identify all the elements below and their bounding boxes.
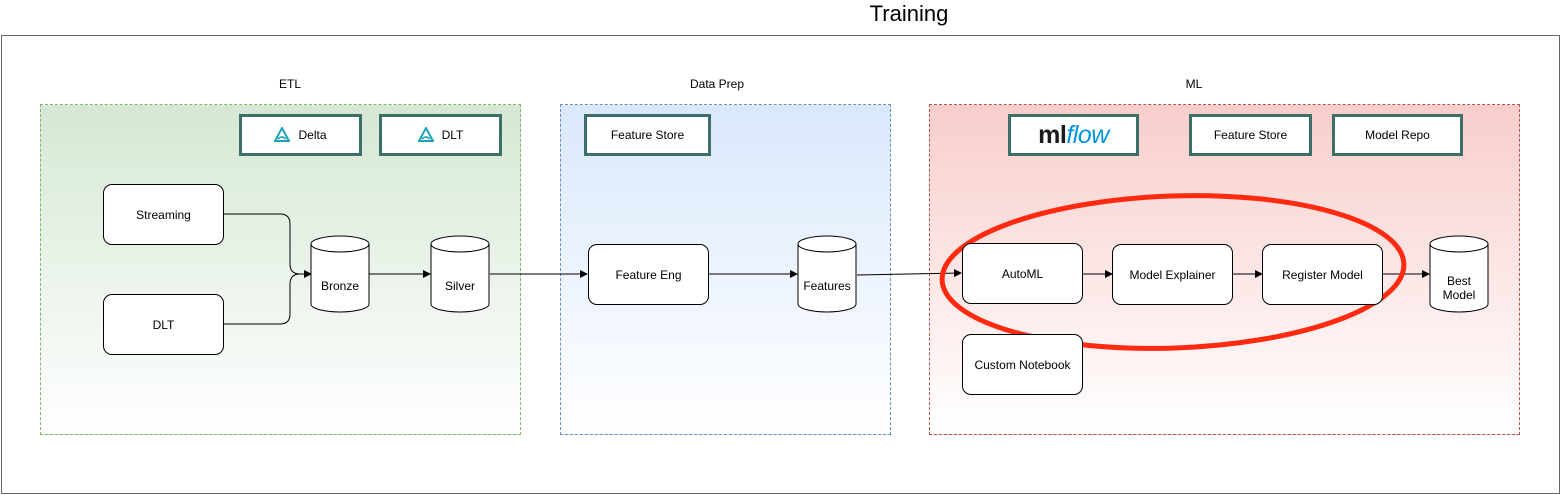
diagram-title-text: Training xyxy=(869,1,949,26)
prep-feature-store-badge: Feature Store xyxy=(584,114,711,156)
best-model-label: Best Model xyxy=(1430,274,1488,304)
mlflow-logo: mlflow xyxy=(1038,121,1109,150)
edge-dlt-bronze xyxy=(223,273,301,325)
mlflow-badge: mlflow xyxy=(1008,114,1139,156)
register-model-node: Register Model xyxy=(1262,244,1383,305)
ml-group-label: ML xyxy=(1185,77,1203,91)
register-model-label: Register Model xyxy=(1282,267,1363,282)
ml-feature-store-badge: Feature Store xyxy=(1189,114,1312,156)
prep-feature-store-label: Feature Store xyxy=(610,128,685,142)
prep-group-label: Data Prep xyxy=(689,77,745,91)
best-model-datastore xyxy=(1429,235,1489,313)
best-model-label-line2: Model xyxy=(1442,288,1476,302)
bronze-label: Bronze xyxy=(320,279,360,293)
bronze-datastore xyxy=(310,235,370,313)
feature-eng-label: Feature Eng xyxy=(615,267,682,282)
dlt-badge: DLT xyxy=(379,114,502,156)
model-explainer-node: Model Explainer xyxy=(1112,244,1233,305)
dlt-node: DLT xyxy=(103,294,224,355)
custom-notebook-label: Custom Notebook xyxy=(974,357,1071,372)
silver-datastore xyxy=(430,235,490,313)
ml-feature-store-label: Feature Store xyxy=(1213,128,1288,142)
outer-frame xyxy=(1,35,1560,494)
delta-badge-label: Delta xyxy=(298,128,327,142)
mlflow-logo-prefix: ml xyxy=(1038,120,1067,149)
automl-label: AutoML xyxy=(1001,266,1044,281)
features-datastore xyxy=(797,235,857,313)
automl-node: AutoML xyxy=(962,243,1083,304)
best-model-label-line1: Best xyxy=(1446,274,1471,288)
edge-streaming-bronze xyxy=(223,213,312,278)
highlight-ellipse xyxy=(939,193,1407,351)
model-repo-label: Model Repo xyxy=(1365,128,1430,142)
model-explainer-label: Model Explainer xyxy=(1129,267,1216,282)
delta-lake-icon xyxy=(417,127,434,142)
streaming-label: Streaming xyxy=(136,207,191,222)
diagram-title: Training xyxy=(0,0,1561,30)
mlflow-logo-suffix: flow xyxy=(1066,120,1109,149)
feature-eng-node: Feature Eng xyxy=(588,244,709,305)
delta-badge: Delta xyxy=(239,114,362,156)
silver-label: Silver xyxy=(444,279,475,293)
custom-notebook-node: Custom Notebook xyxy=(962,334,1083,395)
dlt-label: DLT xyxy=(152,317,175,332)
delta-lake-icon xyxy=(274,127,291,142)
etl-group-label: ETL xyxy=(278,77,301,91)
dlt-badge-label: DLT xyxy=(441,128,464,142)
streaming-node: Streaming xyxy=(103,184,224,245)
features-label: Features xyxy=(803,279,851,293)
edge-features-automl xyxy=(856,269,962,278)
model-repo-badge: Model Repo xyxy=(1332,114,1463,156)
